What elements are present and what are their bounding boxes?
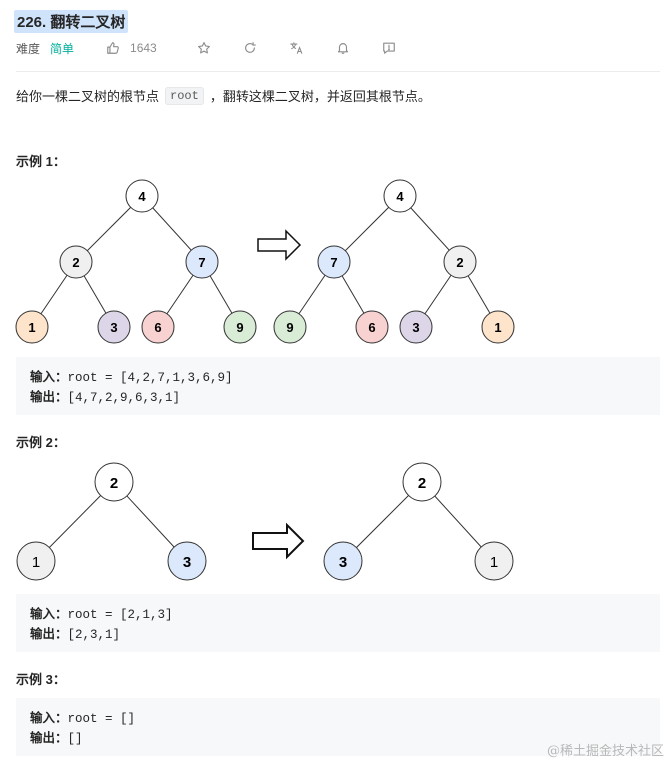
tree-node: 9: [223, 310, 257, 344]
svg-text:7: 7: [330, 255, 337, 270]
tree-node: 7: [185, 245, 219, 279]
svg-text:4: 4: [138, 189, 146, 204]
svg-text:6: 6: [154, 320, 161, 335]
tree-node: 2: [59, 245, 93, 279]
svg-text:1: 1: [28, 320, 35, 335]
tree-node: 4: [125, 179, 159, 213]
like-count: 1643: [130, 41, 157, 55]
svg-text:6: 6: [368, 320, 375, 335]
example-1-code-block: 输入：root = [4,2,7,1,3,6,9] 输出：[4,7,2,9,6,…: [16, 357, 660, 415]
tree-node: 6: [141, 310, 175, 344]
tree-node: 2: [443, 245, 477, 279]
svg-text:1: 1: [490, 554, 498, 571]
feedback-button[interactable]: [382, 41, 396, 55]
input-label: 输入：: [30, 712, 68, 726]
output-value: [2,3,1]: [67, 628, 121, 642]
output-label: 输出：: [30, 628, 68, 642]
example-2-diagram: 2 1 3 2 3 1: [16, 462, 514, 581]
svg-text:1: 1: [32, 554, 40, 571]
output-value: []: [67, 732, 83, 746]
tree-node: 3: [167, 541, 207, 581]
svg-text:4: 4: [396, 189, 404, 204]
tree-node: 2: [402, 462, 442, 502]
output-label: 输出：: [30, 391, 68, 405]
tree-node: 3: [97, 310, 131, 344]
translate-icon: [290, 42, 303, 54]
tree-after: 2 3 1: [323, 462, 514, 581]
tree-node: 1: [481, 310, 515, 344]
svg-text:2: 2: [72, 255, 79, 270]
svg-text:3: 3: [339, 554, 347, 571]
bell-icon: [337, 43, 348, 54]
output-line: 输出：[2,3,1]: [30, 625, 646, 645]
input-value: root = []: [67, 712, 136, 726]
star-icon: [197, 42, 210, 54]
inline-code-root: root: [165, 86, 204, 105]
difficulty-label: 难度: [16, 41, 41, 56]
share-icon: [244, 42, 256, 53]
tree-node: 4: [383, 179, 417, 213]
example-1-title: 示例 1：: [16, 154, 66, 169]
arrow-right-icon: [257, 229, 302, 261]
tree-node: 9: [273, 310, 307, 344]
svg-text:9: 9: [236, 320, 243, 335]
tree-node: 1: [15, 310, 49, 344]
svg-text:3: 3: [412, 320, 419, 335]
example-3-title: 示例 3：: [16, 672, 66, 687]
tree-before: 2 1 3: [16, 462, 207, 581]
example-2-code-block: 输入：root = [2,1,3] 输出：[2,3,1]: [16, 594, 660, 652]
svg-text:3: 3: [183, 554, 191, 571]
translate-button[interactable]: [289, 41, 304, 55]
like-button[interactable]: 1643: [106, 41, 157, 55]
output-line: 输出：[]: [30, 729, 646, 749]
output-line: 输出：[4,7,2,9,6,3,1]: [30, 388, 646, 408]
difficulty-badge: 简单: [50, 41, 75, 56]
tree-node: 3: [399, 310, 433, 344]
header-divider: [16, 71, 660, 72]
input-line: 输入：root = [2,1,3]: [30, 605, 646, 625]
tree-node: 1: [16, 541, 56, 581]
tree-node: 2: [94, 462, 134, 502]
tree-before: 4 2 7 1 3 6 9: [15, 179, 257, 344]
tree-node: 7: [317, 245, 351, 279]
thumbs-up-icon: [107, 42, 119, 54]
svg-text:1: 1: [494, 320, 501, 335]
input-label: 输入：: [30, 608, 68, 622]
feedback-icon: [382, 42, 395, 54]
problem-title: 226. 翻转二叉树: [14, 10, 129, 33]
favorite-button[interactable]: [197, 41, 211, 55]
input-label: 输入：: [30, 371, 68, 385]
svg-text:3: 3: [110, 320, 117, 335]
example-2-title: 示例 2：: [16, 435, 66, 450]
problem-meta-toolbar: 难度 简单 1643: [16, 39, 420, 57]
tree-after: 4 7 2 9 6 3 1: [273, 179, 515, 344]
output-label: 输出：: [30, 732, 68, 746]
problem-description: 给你一棵二叉树的根节点 root ，翻转这棵二叉树，并返回其根节点。: [16, 86, 431, 105]
output-value: [4,7,2,9,6,3,1]: [67, 391, 181, 405]
svg-text:9: 9: [286, 320, 293, 335]
share-button[interactable]: [243, 41, 257, 55]
watermark: @稀土掘金技术社区: [546, 744, 664, 759]
tree-node: 6: [355, 310, 389, 344]
tree-node: 3: [323, 541, 363, 581]
input-line: 输入：root = [4,2,7,1,3,6,9]: [30, 368, 646, 388]
svg-text:2: 2: [456, 255, 463, 270]
arrow-right-icon: [252, 522, 305, 560]
description-text-before: 给你一棵二叉树的根节点: [16, 89, 160, 104]
input-value: root = [2,1,3]: [67, 608, 173, 622]
svg-text:2: 2: [110, 475, 118, 492]
subscribe-button[interactable]: [336, 41, 350, 55]
description-text-after: ，翻转这棵二叉树，并返回其根节点。: [209, 89, 431, 104]
tree-node: 1: [474, 541, 514, 581]
svg-text:2: 2: [418, 475, 426, 492]
example-3-code-block: 输入：root = [] 输出：[]: [16, 698, 660, 756]
example-1-diagram: 4 2 7 1 3 6 9 4 7 2 9 6 3 1: [15, 179, 515, 344]
input-line: 输入：root = []: [30, 709, 646, 729]
svg-text:7: 7: [198, 255, 205, 270]
input-value: root = [4,2,7,1,3,6,9]: [67, 371, 233, 385]
